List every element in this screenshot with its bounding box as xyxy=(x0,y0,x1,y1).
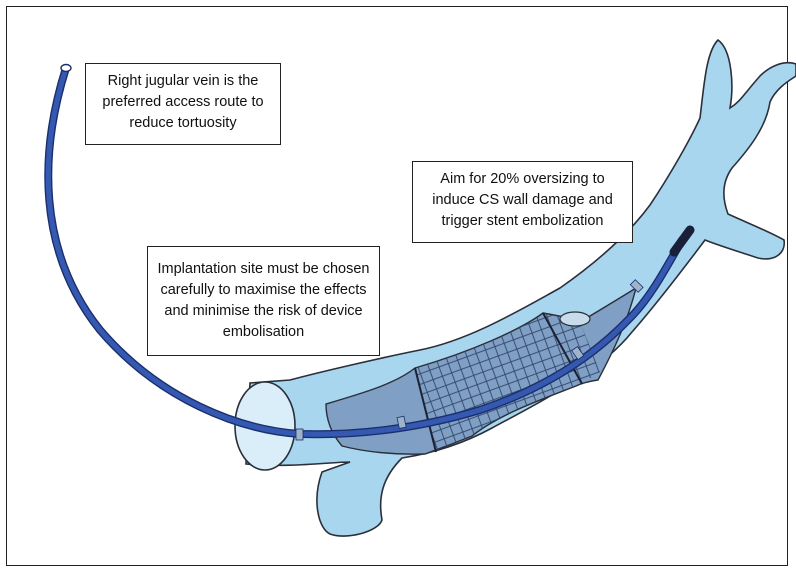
callout-oversizing: Aim for 20% oversizing to induce CS wall… xyxy=(412,161,633,243)
stent-divider xyxy=(414,367,437,453)
catheter-core xyxy=(45,65,685,437)
marker-band xyxy=(396,415,407,429)
catheter-tip xyxy=(60,63,72,73)
marker-band xyxy=(629,279,644,293)
catheter-distal-tip xyxy=(669,225,695,257)
stent-divider xyxy=(542,312,583,385)
vessel-oval xyxy=(559,311,591,327)
marker-band xyxy=(295,428,304,441)
marker-band xyxy=(571,346,585,361)
callout-jugular-access: Right jugular vein is the preferred acce… xyxy=(85,63,281,145)
stent-mesh xyxy=(415,313,600,452)
callout-implantation-site: Implantation site must be chosen careful… xyxy=(147,246,380,356)
